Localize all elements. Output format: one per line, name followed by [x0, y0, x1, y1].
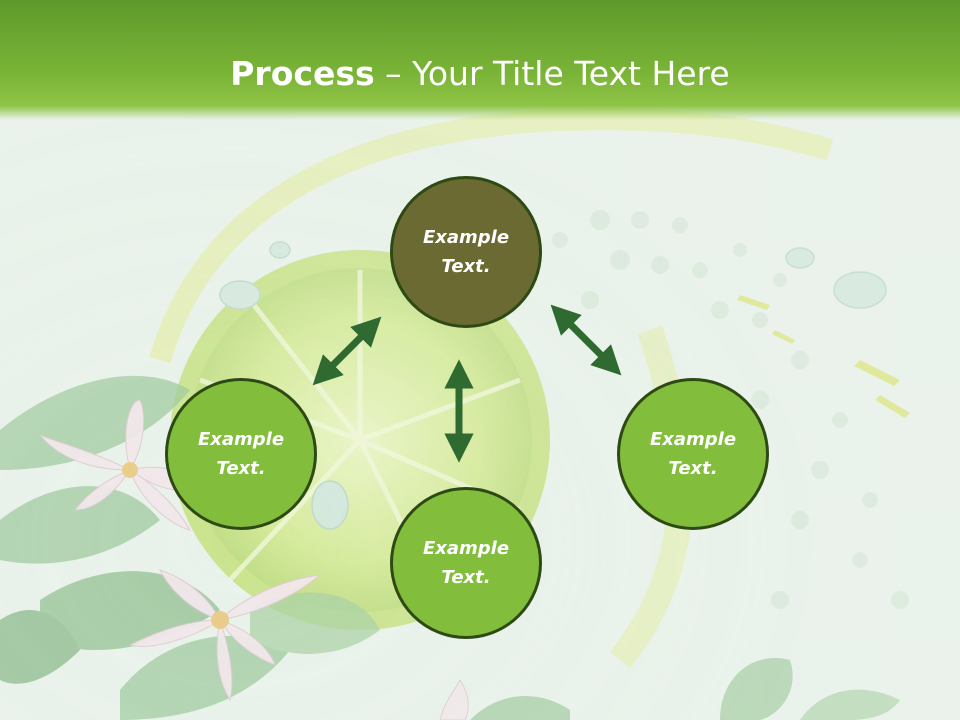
process-node-left[interactable]: Example Text.	[165, 378, 317, 530]
node-label-line1: Example	[649, 429, 737, 450]
node-label-line2: Text.	[441, 567, 491, 588]
node-label-line2: Text.	[216, 458, 266, 479]
node-label-line1: Example	[422, 538, 510, 559]
arrow-top-right	[550, 304, 622, 376]
node-label-line2: Text.	[668, 458, 718, 479]
process-node-right[interactable]: Example Text.	[617, 378, 769, 530]
title-bar	[0, 0, 960, 120]
process-node-top[interactable]: Example Text.	[390, 176, 542, 328]
node-label-line1: Example	[422, 227, 510, 248]
arrow-top-left	[312, 316, 382, 386]
node-label-line2: Text.	[441, 256, 491, 277]
node-label-line1: Example	[197, 429, 285, 450]
title-bold: Process	[230, 54, 375, 93]
slide-title[interactable]: Process – Your Title Text Here	[0, 52, 960, 96]
title-rest: – Your Title Text Here	[374, 54, 730, 93]
process-node-bottom[interactable]: Example Text.	[390, 487, 542, 639]
